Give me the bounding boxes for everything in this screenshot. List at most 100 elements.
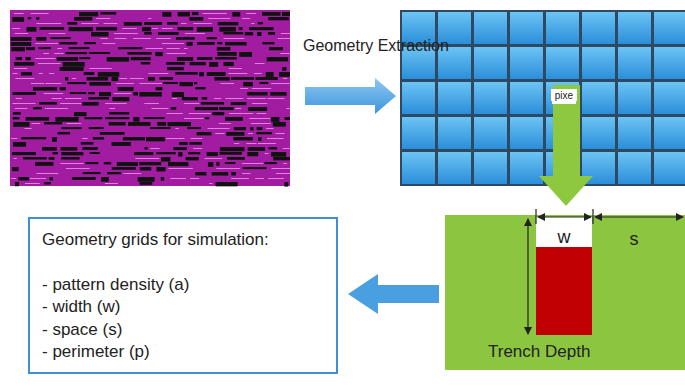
- layout-shape: [239, 27, 243, 30]
- layout-shape: [12, 152, 36, 155]
- layout-shape: [185, 33, 205, 34]
- layout-shape: [104, 23, 118, 24]
- layout-shape: [33, 107, 42, 109]
- layout-shape: [184, 103, 199, 104]
- layout-shape: [187, 127, 201, 129]
- layout-shape: [15, 182, 19, 186]
- layout-shape: [67, 82, 86, 84]
- grid-cell: [618, 47, 651, 79]
- layout-image: [10, 10, 290, 187]
- layout-shape: [109, 112, 129, 115]
- layout-shape: [178, 12, 190, 16]
- grid-cell: [618, 82, 651, 114]
- layout-shape: [268, 147, 277, 150]
- layout-shape: [273, 157, 290, 160]
- layout-shape: [148, 73, 168, 74]
- layout-shape: [36, 23, 61, 24]
- layout-shape: [57, 48, 62, 49]
- layout-shape: [87, 77, 109, 81]
- layout-shape: [231, 172, 236, 175]
- layout-shape: [26, 117, 49, 121]
- layout-shape: [208, 128, 230, 129]
- layout-shape: [202, 13, 226, 14]
- layout-shape: [205, 158, 222, 159]
- layout-shape: [267, 98, 284, 99]
- layout-shape: [195, 172, 206, 175]
- layout-shape: [202, 97, 207, 100]
- layout-shape: [145, 48, 162, 49]
- layout-shape: [53, 152, 58, 154]
- layout-shape: [184, 118, 203, 119]
- layout-shape: [81, 23, 98, 24]
- layout-shape: [150, 148, 159, 149]
- layout-shape: [168, 122, 191, 126]
- layout-shape: [189, 113, 211, 114]
- layout-shape: [243, 82, 253, 86]
- dimension-label: s: [626, 226, 642, 252]
- layout-shape: [255, 178, 264, 179]
- layout-shape: [240, 88, 248, 89]
- layout-shape: [39, 102, 57, 105]
- layout-shape: [43, 53, 49, 54]
- layout-shape: [266, 72, 274, 77]
- layout-shape: [33, 87, 57, 91]
- layout-shape: [139, 83, 161, 84]
- layout-shape: [257, 32, 261, 36]
- layout-shape: [67, 123, 82, 124]
- layout-shape: [220, 83, 234, 84]
- depth-dimension: [527, 219, 528, 334]
- grid-cell: [402, 117, 435, 149]
- layout-shape: [228, 73, 247, 74]
- layout-shape: [262, 42, 274, 44]
- layout-shape: [184, 48, 188, 49]
- layout-shape: [134, 152, 153, 155]
- process-label: Geometry Extraction: [303, 34, 449, 57]
- layout-shape: [189, 142, 202, 145]
- layout-shape: [227, 157, 245, 160]
- grid-cell: [474, 82, 507, 114]
- layout-shape: [117, 162, 138, 166]
- layout-shape: [44, 182, 51, 184]
- layout-shape: [284, 182, 288, 187]
- layout-shape: [116, 83, 134, 84]
- layout-shape: [112, 167, 136, 170]
- layout-shape: [225, 98, 243, 99]
- layout-shape: [96, 27, 117, 31]
- box-heading: Geometry grids for simulation:: [42, 229, 324, 252]
- layout-shape: [168, 162, 188, 166]
- layout-shape: [255, 63, 265, 64]
- layout-shape: [252, 103, 267, 104]
- layout-shape: [98, 72, 119, 77]
- layout-shape: [82, 102, 98, 106]
- grid-cell: [402, 82, 435, 114]
- layout-shape: [182, 97, 198, 100]
- layout-shape: [207, 152, 218, 156]
- layout-shape: [247, 98, 266, 99]
- layout-shape: [219, 107, 233, 110]
- layout-shape: [148, 77, 155, 81]
- layout-shape: [282, 12, 290, 16]
- layout-shape: [11, 42, 31, 46]
- layout-shape: [60, 67, 84, 71]
- layout-shape: [234, 143, 239, 144]
- layout-shape: [69, 27, 93, 31]
- grid-cell: [474, 47, 507, 79]
- layout-shape: [23, 157, 47, 160]
- layout-shape: [13, 92, 36, 95]
- layout-shape: [229, 68, 242, 69]
- layout-shape: [49, 177, 52, 180]
- grid-cell: [510, 12, 543, 44]
- layout-shape: [231, 102, 247, 105]
- layout-shape: [122, 28, 137, 29]
- info-box: Geometry grids for simulation:- pattern …: [28, 217, 338, 374]
- trench-ground: [445, 215, 685, 370]
- layout-shape: [214, 77, 229, 81]
- layout-shape: [107, 57, 129, 62]
- layout-shape: [197, 57, 212, 60]
- layout-shape: [218, 22, 239, 25]
- grid-cell: [438, 117, 471, 149]
- layout-shape: [162, 12, 171, 17]
- layout-shape: [191, 138, 203, 139]
- grid-cell: [510, 47, 543, 79]
- layout-shape: [12, 103, 35, 104]
